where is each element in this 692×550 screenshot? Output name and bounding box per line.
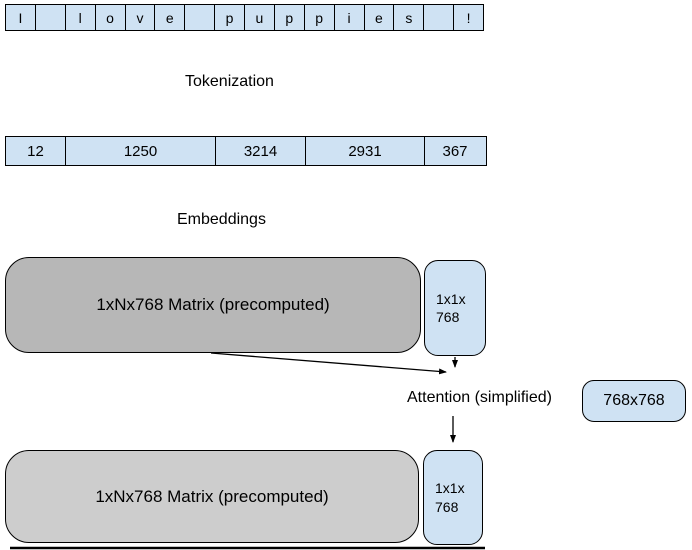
char-cell[interactable]: o: [95, 5, 126, 30]
token-id-cell[interactable]: 367: [425, 137, 485, 165]
char-cell[interactable]: p: [274, 5, 305, 30]
input-text-row: I l o v e p u p p i e s !: [5, 4, 484, 31]
char-cell[interactable]: [424, 5, 455, 30]
char-cell[interactable]: l: [65, 5, 96, 30]
top-vector-label-line1: 1x1x: [436, 290, 466, 307]
token-id-cell[interactable]: 3214: [216, 137, 306, 165]
char-cell[interactable]: v: [125, 5, 156, 30]
top-vector-box[interactable]: 1x1x 768: [424, 260, 486, 356]
token-id-row: 12 1250 3214 2931 367: [5, 136, 487, 166]
tokenization-label: Tokenization: [185, 73, 274, 90]
char-cell[interactable]: p: [304, 5, 335, 30]
char-cell[interactable]: [35, 5, 66, 30]
top-matrix-label: 1xNx768 Matrix (precomputed): [96, 295, 330, 314]
token-id-cell[interactable]: 12: [6, 137, 66, 165]
char-cell[interactable]: e: [155, 5, 186, 30]
bottom-matrix-label: 1xNx768 Matrix (precomputed): [95, 486, 329, 506]
attention-label: Attention (simplified): [407, 389, 552, 406]
char-cell[interactable]: s: [394, 5, 425, 30]
bottom-vector-label-line1: 1x1x: [435, 480, 465, 497]
bottom-vector-label-line2: 768: [435, 498, 459, 515]
arrow-matrix-to-attention: [210, 352, 447, 375]
bottom-matrix-box[interactable]: 1xNx768 Matrix (precomputed): [5, 450, 419, 543]
char-cell[interactable]: !: [454, 5, 483, 30]
token-id-cell[interactable]: 2931: [306, 137, 425, 165]
attention-matrix-label: 768x768: [603, 392, 665, 409]
char-cell[interactable]: i: [334, 5, 365, 30]
char-cell[interactable]: u: [245, 5, 275, 30]
bottom-vector-box[interactable]: 1x1x 768: [423, 450, 483, 545]
attention-matrix-box[interactable]: 768x768: [582, 380, 686, 422]
embeddings-label: Embeddings: [177, 211, 266, 228]
char-cell[interactable]: e: [364, 5, 395, 30]
char-cell[interactable]: I: [6, 5, 36, 30]
char-cell[interactable]: [185, 5, 216, 30]
token-id-cell[interactable]: 1250: [66, 137, 216, 165]
char-cell[interactable]: p: [215, 5, 245, 30]
top-matrix-box[interactable]: 1xNx768 Matrix (precomputed): [5, 257, 421, 353]
top-vector-label-line2: 768: [436, 309, 460, 325]
